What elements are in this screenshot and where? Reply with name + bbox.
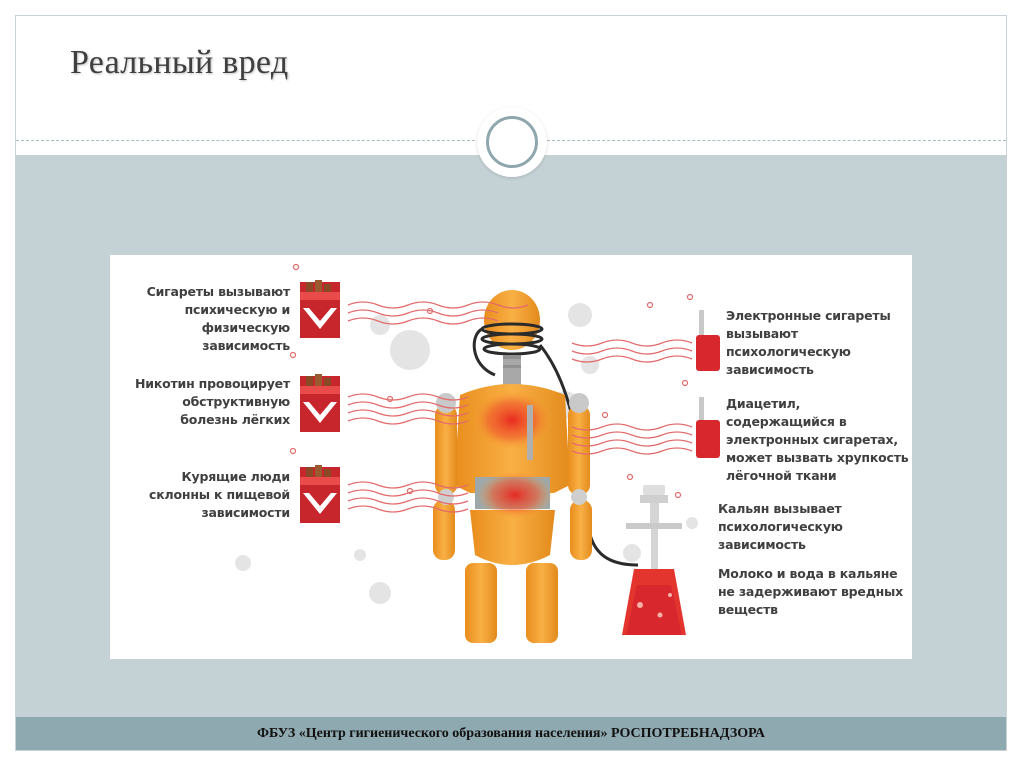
footer-organization: ФБУЗ «Центр гигиенического образования н…: [256, 725, 766, 741]
caption-hookah-water: Молоко и вода в кальяне не задерживают в…: [718, 566, 904, 617]
caption-nicotine-copd: Никотин провоцирует обструктивную болезн…: [135, 376, 290, 427]
slide-title: Реальный вред: [70, 44, 289, 81]
caption-hookah-dependence: Кальян вызывает психологическую зависимо…: [718, 501, 843, 552]
caption-e-cigarettes-dependence: Электронные сигареты вызывают психологич…: [726, 308, 891, 377]
infographic-panel: Сигареты вызывают психическую и физическ…: [110, 255, 912, 659]
caption-diacetyl: Диацетил, содержащийся в электронных сиг…: [726, 396, 909, 483]
harm-waves-right: [571, 339, 693, 455]
smoke-dots: [289, 263, 694, 499]
bubbles: [235, 303, 698, 604]
caption-food-dependence: Курящие люди склонны к пищевой зависимос…: [149, 469, 290, 520]
hookah-icon: [622, 485, 686, 635]
ring-icon: [486, 116, 538, 168]
caption-cigarettes-dependence: Сигареты вызывают психическую и физическ…: [146, 284, 291, 353]
infographic-art: [235, 263, 720, 643]
robot-figure: [433, 290, 639, 643]
cigarette-pack-icon-1: [300, 280, 340, 338]
cigarette-pack-icon-2: [300, 374, 340, 432]
cigarette-pack-icon-3: [300, 465, 340, 523]
footer-band: ФБУЗ «Центр гигиенического образования н…: [16, 717, 1006, 750]
circle-ornament: [477, 107, 547, 177]
e-cigarette-icon-1: [696, 310, 720, 371]
e-cigarette-icon-2: [696, 397, 720, 458]
